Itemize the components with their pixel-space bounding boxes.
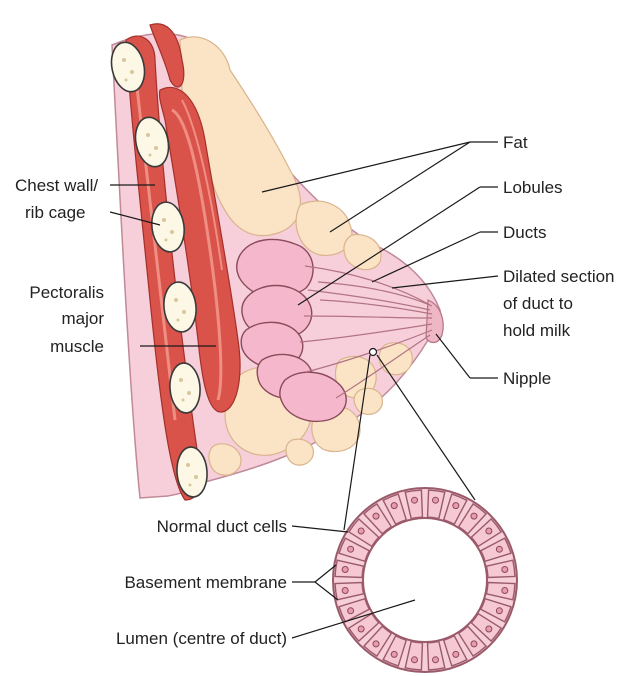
cell-nucleus — [390, 650, 398, 658]
label-dilated-3: hold milk — [503, 321, 571, 340]
label-pectoralis-2: major — [61, 309, 104, 328]
rib — [134, 116, 170, 168]
zoom-line-right — [376, 354, 476, 501]
label-basement-membrane: Basement membrane — [124, 573, 287, 592]
lumen-area — [362, 517, 488, 643]
cell-nucleus — [357, 527, 365, 535]
label-chest-wall-2: rib cage — [25, 203, 85, 222]
rib — [163, 281, 197, 333]
cell-nucleus — [501, 565, 509, 573]
cell-nucleus — [341, 587, 349, 595]
label-lumen: Lumen (centre of duct) — [116, 629, 287, 648]
pectoralis-muscle — [149, 23, 241, 413]
cell-nucleus — [432, 656, 440, 664]
label-chest-wall-1: Chest wall/ — [15, 176, 98, 195]
lobules — [236, 238, 347, 422]
label-dilated-2: of duct to — [503, 294, 573, 313]
cell-nucleus — [390, 502, 398, 510]
rib — [110, 41, 146, 93]
cell-nucleus — [452, 502, 460, 510]
label-nipple: Nipple — [503, 369, 551, 388]
cell-nucleus — [372, 512, 380, 520]
cell-nucleus — [485, 625, 493, 633]
rib — [176, 446, 208, 498]
cell-nucleus — [341, 565, 349, 573]
lobule — [236, 238, 314, 298]
zoom-line-left — [343, 354, 371, 531]
nipple-shape — [425, 299, 444, 344]
label-dilated-1: Dilated section — [503, 267, 615, 286]
label-pectoralis-1: Pectoralis — [29, 283, 104, 302]
duct-cells — [334, 489, 516, 671]
cell-nucleus — [501, 587, 509, 595]
cell-nucleus — [432, 496, 440, 504]
label-ducts: Ducts — [503, 223, 546, 242]
cell-nucleus — [410, 656, 418, 664]
labels: Chest wall/ rib cage Pectoralis major mu… — [15, 133, 615, 648]
cell-nucleus — [357, 625, 365, 633]
duct-cross-section — [332, 487, 518, 673]
cell-nucleus — [495, 607, 503, 615]
label-fat: Fat — [503, 133, 528, 152]
cell-nucleus — [485, 527, 493, 535]
label-lobules: Lobules — [503, 178, 563, 197]
cell-nucleus — [452, 650, 460, 658]
duct-section-marker — [368, 347, 378, 357]
cell-nucleus — [470, 512, 478, 520]
cell-nucleus — [347, 545, 355, 553]
rib-marrow-dots — [122, 58, 198, 487]
cell-nucleus — [495, 545, 503, 553]
cell-nucleus — [410, 496, 418, 504]
rib — [169, 362, 201, 414]
label-normal-duct-cells: Normal duct cells — [157, 517, 287, 536]
lobule — [279, 371, 347, 422]
cell-nucleus — [470, 640, 478, 648]
rib — [150, 201, 186, 253]
cell-nucleus — [347, 607, 355, 615]
ribs — [110, 41, 208, 498]
leader-lines — [109, 141, 499, 639]
label-pectoralis-3: muscle — [50, 337, 104, 356]
cell-nucleus — [372, 640, 380, 648]
